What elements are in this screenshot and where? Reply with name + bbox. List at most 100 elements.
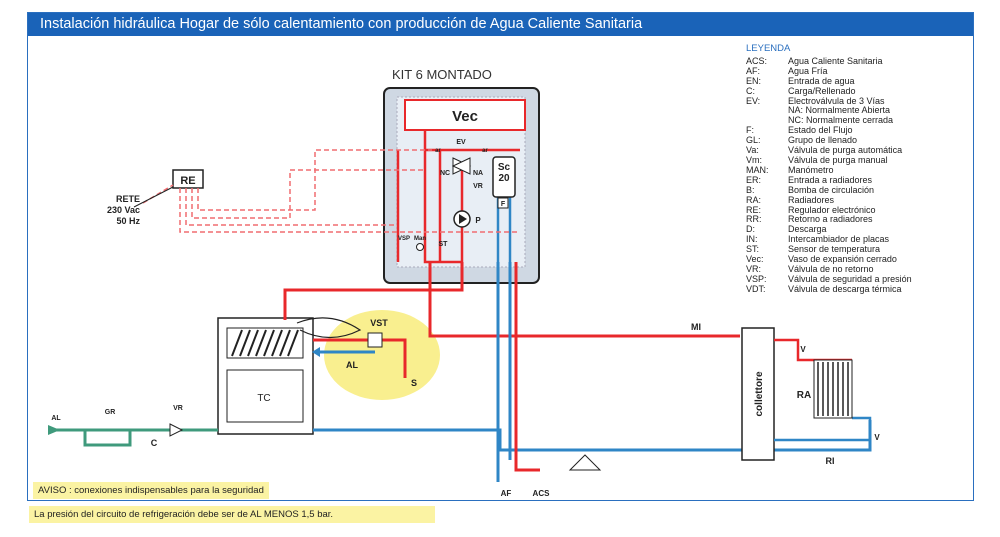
legend-key: RE:	[746, 204, 762, 215]
signal-cables	[142, 149, 520, 233]
legend-item: Va:Válvula de purga automática	[746, 145, 966, 156]
check-valve-icon	[169, 423, 184, 437]
legend-key: ACS:	[746, 55, 768, 66]
legend-value: Manómetro	[788, 164, 834, 175]
flow-switch	[497, 197, 509, 209]
c-label: C	[151, 438, 158, 448]
legend-item: AF: Agua Fría	[746, 65, 966, 77]
drain-icon	[568, 454, 602, 471]
inlet-arrow-icon	[48, 425, 60, 435]
vec-label: Vec	[452, 108, 478, 125]
thermal-probe	[296, 317, 362, 339]
sc-number: 20	[498, 173, 510, 184]
legend-key: AF:	[746, 65, 761, 76]
vst-label: VST	[370, 318, 388, 328]
legend-key: MAN:	[746, 164, 769, 175]
legend-value: Válvula de purga automática	[788, 145, 903, 156]
legend-value: Bomba de circulación	[788, 184, 875, 195]
legend-value: Grupo de llenado	[788, 135, 858, 146]
firebox	[226, 369, 304, 423]
safety-warning: AVISO : conexiones indispensables para l…	[33, 482, 269, 499]
collettore-label: collettore	[754, 371, 765, 416]
legend-item: GL: Grupo de llenado	[746, 135, 966, 146]
vent-valve-right: ar	[482, 148, 488, 154]
legend-key: RA:	[746, 194, 762, 205]
expansion-vessel	[404, 99, 526, 131]
legend-value: Radiadores	[788, 194, 835, 205]
legend-key: D:	[746, 224, 755, 235]
radiator-return	[774, 416, 872, 442]
pump-arrow-icon	[459, 214, 467, 224]
title-bar: Instalación hidráulica Hogar de sólo cal…	[28, 13, 973, 36]
legend-key: B:	[746, 184, 755, 195]
p-label: P	[475, 216, 481, 225]
ra-label: RA	[797, 390, 811, 401]
legend-value: Descarga	[788, 224, 827, 235]
acs-label: ACS	[533, 489, 551, 498]
return-pipe	[313, 420, 872, 452]
man-label: Man	[414, 236, 426, 242]
coil-lines	[231, 329, 299, 357]
rete-line-3: 50 Hz	[116, 216, 141, 226]
s-label: S	[411, 378, 417, 388]
legend-item: EV:Electroválvula de 3 Vías	[746, 96, 966, 107]
legend-item: RR:Retorno a radiadores	[746, 215, 966, 225]
gr-label: GR	[105, 409, 116, 416]
legend-key: VR:	[746, 263, 762, 274]
legend-item: F:Estado del Flujo	[746, 125, 966, 136]
legend-item: RE:Regulador electrónico	[746, 204, 966, 216]
legend-key: Vec:	[746, 254, 764, 265]
v-bottom-label: V	[874, 433, 880, 442]
legend-key: Vm:	[746, 154, 763, 165]
legend-item: VR: Válvula de no retorno	[746, 263, 966, 275]
radiator-supply	[774, 338, 852, 362]
sc-label: Sc	[498, 162, 511, 173]
legend-item: ST: Sensor de temperatura	[746, 244, 966, 255]
legend-key: ST:	[746, 244, 760, 255]
vr-in-label: VR	[173, 405, 183, 412]
legend-value: Carga/Rellenado	[788, 85, 856, 96]
vst-discharge-pipe	[313, 338, 407, 378]
f-label: F	[501, 201, 506, 208]
legend-item: EN: Entrada de agua	[746, 75, 966, 87]
legend-value: Agua Caliente Sanitaria	[788, 55, 883, 66]
legend-value: Estado del Flujo	[788, 125, 853, 136]
legend-value: Válvula de descarga térmica	[788, 283, 902, 294]
boiler-hot-pipe	[283, 262, 464, 320]
legend-heading: LEYENDA	[746, 43, 791, 54]
three-way-valve-icon-b	[451, 157, 471, 175]
vst-valve-icon	[367, 332, 383, 348]
v-top-label: V	[800, 345, 806, 354]
legend-key: VSP:	[746, 273, 767, 284]
legend-key: VDT:	[746, 283, 766, 294]
legend-value: Entrada de agua	[788, 75, 855, 86]
power-line	[133, 186, 174, 208]
legend-key: EN:	[746, 75, 762, 86]
legend-value: Retorno a radiadores	[788, 214, 873, 225]
ri-label: RI	[826, 456, 835, 466]
main-supply-pipe	[428, 262, 740, 338]
nc-label: NC	[440, 170, 450, 177]
manometer-icon	[416, 243, 424, 251]
legend-item: RA: Radiadores	[746, 194, 966, 206]
legend-item: D: Descarga	[746, 224, 966, 235]
legend-item: ER:Entrada a radiadores	[746, 175, 966, 186]
legend-key: GL:	[746, 135, 761, 146]
legend-value: Agua Fría	[788, 65, 828, 76]
al-in-label: AL	[51, 415, 61, 422]
legend-value: Válvula de no retorno	[788, 263, 874, 274]
kit-title: KIT 6 MONTADO	[392, 67, 492, 82]
legend-item: ACS: Agua Caliente Sanitaria	[746, 55, 966, 67]
vr-label: VR	[473, 183, 483, 190]
legend-value: Sensor de temperatura	[788, 244, 881, 255]
legend-item: VDT: Válvula de descarga térmica	[746, 283, 966, 295]
legend-item: NA: Normalmente Abierta	[746, 106, 966, 116]
legend-item: C:Carga/Rellenado	[746, 85, 966, 97]
ev-label: EV	[456, 139, 466, 146]
legend-value: Intercambiador de placas	[788, 234, 890, 245]
legend-item: NC: Normalmente cerrada	[746, 115, 966, 126]
af-label: AF	[501, 489, 512, 498]
mi-label: MI	[691, 322, 701, 332]
